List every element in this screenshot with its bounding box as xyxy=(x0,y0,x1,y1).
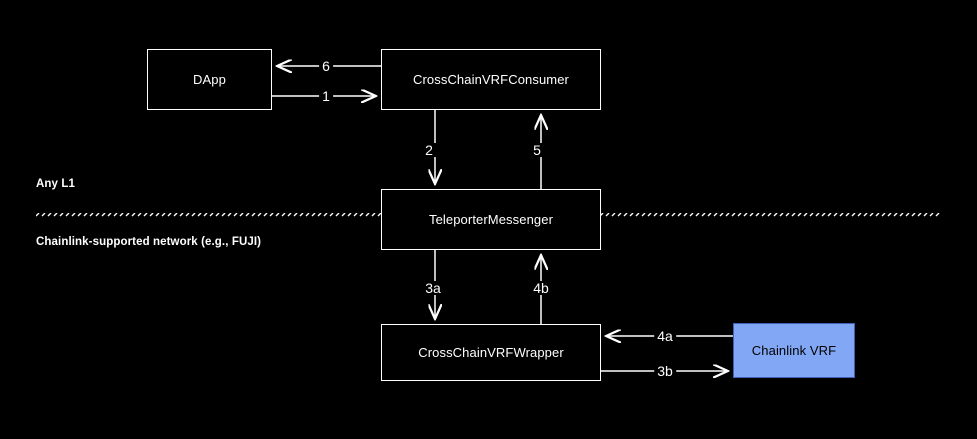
zone-label-chainlink-network: Chainlink-supported network (e.g., FUJI) xyxy=(36,236,262,248)
node-crosschain-vrf-wrapper[interactable]: CrossChainVRFWrapper xyxy=(381,324,601,381)
edge-label-5: 5 xyxy=(530,143,544,157)
edge-label-2: 2 xyxy=(422,143,436,157)
node-crosschain-vrf-wrapper-label: CrossChainVRFWrapper xyxy=(418,344,564,360)
edge-label-1: 1 xyxy=(319,89,333,103)
edge-label-6: 6 xyxy=(319,59,333,73)
node-crosschain-vrf-consumer[interactable]: CrossChainVRFConsumer xyxy=(381,49,601,110)
edge-label-4b: 4b xyxy=(530,281,552,295)
edge-label-4a: 4a xyxy=(654,329,676,343)
node-teleporter-messenger-label: TeleporterMessenger xyxy=(428,211,554,227)
edge-label-3b: 3b xyxy=(654,364,676,378)
zone-label-any-l1: Any L1 xyxy=(36,178,75,190)
node-chainlink-vrf[interactable]: Chainlink VRF xyxy=(733,323,855,378)
edge-label-3a: 3a xyxy=(422,281,444,295)
node-teleporter-messenger[interactable]: TeleporterMessenger xyxy=(381,189,601,250)
node-dapp-label: DApp xyxy=(193,71,226,87)
node-dapp[interactable]: DApp xyxy=(147,49,272,110)
node-crosschain-vrf-consumer-label: CrossChainVRFConsumer xyxy=(413,71,569,87)
node-chainlink-vrf-label: Chainlink VRF xyxy=(751,342,837,358)
